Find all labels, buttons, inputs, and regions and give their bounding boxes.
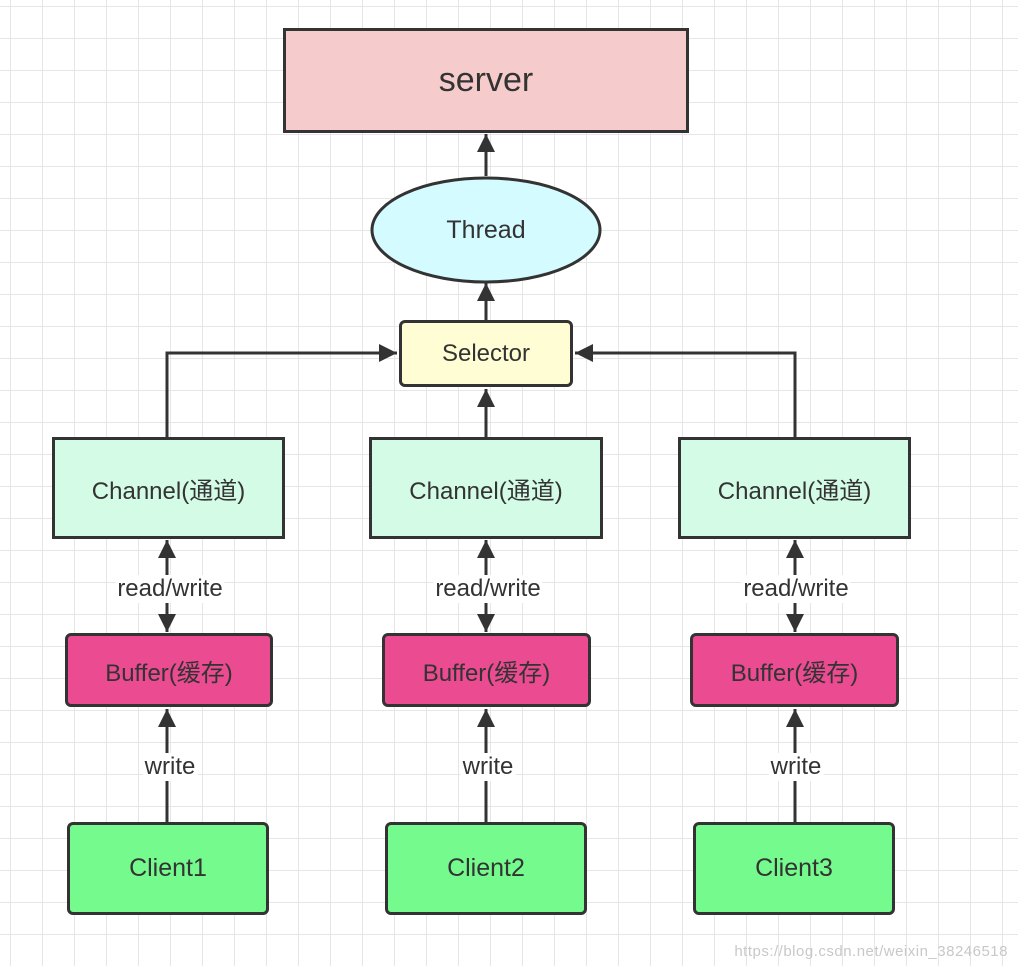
channel-node-2: Channel(通道) <box>369 437 603 539</box>
client-node-2: Client2 <box>385 822 587 915</box>
buffer-node-3: Buffer(缓存) <box>690 633 899 707</box>
write-label-3: write <box>768 753 824 781</box>
client-node-3: Client3 <box>693 822 895 915</box>
channel-label: Channel(通道) <box>91 477 246 505</box>
server-label: server <box>438 61 534 99</box>
channel-label: Channel(通道) <box>409 477 563 505</box>
thread-label-box: Thread <box>372 178 600 282</box>
buffer-node-2: Buffer(缓存) <box>382 633 591 707</box>
selector-node: Selector <box>399 320 573 387</box>
buffer-label: Buffer(缓存) <box>105 659 233 687</box>
client-label: Client3 <box>755 854 833 882</box>
client-label: Client1 <box>129 854 207 882</box>
channel-node-1: Channel(通道) <box>52 437 285 539</box>
client-label: Client2 <box>447 854 525 882</box>
buffer-label: Buffer(缓存) <box>730 659 859 687</box>
channel-node-3: Channel(通道) <box>678 437 911 539</box>
write-label-2: write <box>460 753 516 781</box>
read-write-label-3: read/write <box>741 575 851 603</box>
read-write-label-2: read/write <box>433 575 543 603</box>
thread-label: Thread <box>446 215 526 244</box>
buffer-label: Buffer(缓存) <box>422 659 551 687</box>
arrow-channel1-to-selector <box>165 344 397 437</box>
selector-label: Selector <box>441 339 531 367</box>
watermark-text: https://blog.csdn.net/weixin_38246518 <box>734 943 1008 960</box>
buffer-node-1: Buffer(缓存) <box>65 633 273 707</box>
write-label-1: write <box>142 753 198 781</box>
channel-label: Channel(通道) <box>717 477 872 505</box>
arrow-channel3-to-selector <box>575 344 797 437</box>
client-node-1: Client1 <box>67 822 269 915</box>
read-write-label-1: read/write <box>115 575 225 603</box>
server-node: server <box>283 28 689 133</box>
thread-node <box>370 176 602 284</box>
